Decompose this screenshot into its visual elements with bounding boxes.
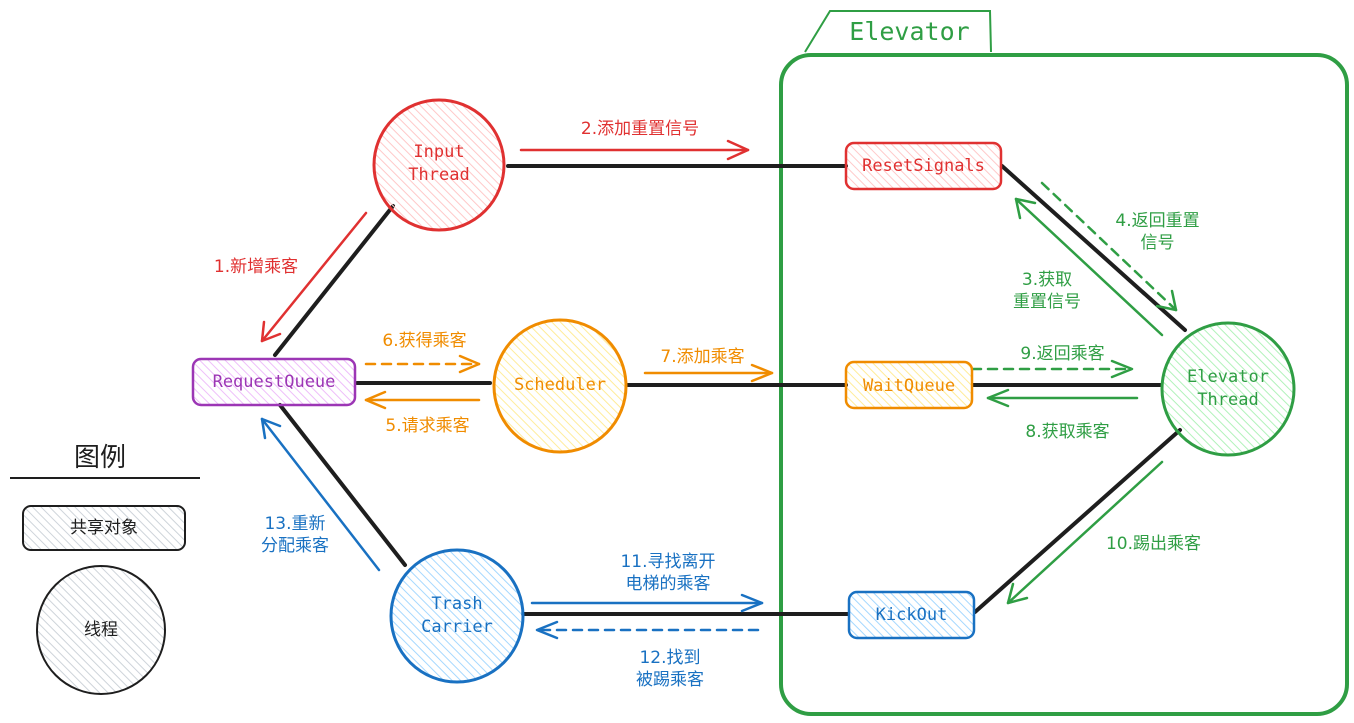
input-thread-label: Input Thread	[408, 142, 470, 185]
legend-shared-object-label: 共享对象	[70, 518, 138, 538]
scheduler-node	[492, 318, 628, 454]
edge-label-12: 12.找到 被踢乘客	[636, 648, 704, 690]
legend-thread-swatch	[36, 565, 166, 695]
edge-label-5: 5.请求乘客	[385, 416, 470, 436]
scheduler-label: Scheduler	[513, 375, 607, 395]
trash-carrier-node	[389, 548, 525, 684]
reset-signals-label: ResetSignals	[862, 156, 985, 176]
edge-label-11: 11.寻找离开 电梯的乘客	[620, 552, 716, 594]
request-queue-label: RequestQueue	[212, 372, 336, 392]
connection-lines	[273, 164, 1187, 616]
arrow-6	[364, 354, 481, 374]
edge-label-9: 9.返回乘客	[1020, 344, 1105, 364]
edge-label-6: 6.获得乘客	[382, 331, 467, 351]
arrow-11	[530, 593, 764, 613]
line-request-trash	[278, 403, 407, 567]
edge-label-8: 8.获取乘客	[1025, 422, 1110, 442]
edge-label-3: 3.获取 重置信号	[1013, 270, 1081, 312]
arrow-1	[260, 211, 368, 343]
kickout-node	[847, 590, 976, 640]
edge-label-13: 13.重新 分配乘客	[261, 514, 329, 556]
line-elevator-kickout	[973, 428, 1182, 614]
edge-label-7: 7.添加乘客	[660, 347, 745, 367]
arrow-5	[364, 390, 481, 410]
legend-shared-object-swatch	[22, 505, 186, 551]
edge-label-10: 10.踢出乘客	[1105, 534, 1202, 554]
reset-signals-node	[844, 141, 1003, 191]
wait-queue-label: WaitQueue	[862, 376, 956, 396]
arrow-9	[970, 359, 1134, 379]
legend-thread-label: 线程	[84, 620, 118, 640]
trash-carrier-label: Trash Carrier	[421, 594, 493, 637]
arrow-2	[519, 139, 750, 161]
elevator-container-title: Elevator	[849, 17, 970, 46]
arrow-8	[986, 388, 1139, 408]
arrow-4	[1040, 181, 1178, 312]
line-input-request	[273, 204, 395, 357]
edge-label-2: 2.添加重置信号	[580, 119, 700, 139]
legend	[10, 477, 200, 695]
arrow-3	[1014, 197, 1164, 337]
elevator-thread-label: Elevator Thread	[1187, 367, 1269, 410]
line-reset-elevator	[1000, 164, 1187, 332]
input-thread-node	[372, 98, 506, 232]
kickout-label: KickOut	[875, 605, 948, 625]
edge-label-4: 4.返回重置 信号	[1115, 211, 1200, 253]
edge-label-1: 1.新增乘客	[213, 257, 299, 277]
arrow-7	[643, 363, 774, 383]
arrow-13	[260, 417, 381, 572]
arrow-12	[535, 620, 760, 640]
request-queue-node	[191, 357, 357, 407]
legend-title: 图例	[73, 443, 126, 473]
wait-queue-node	[844, 360, 974, 410]
arrow-10	[1006, 460, 1164, 605]
elevator-thread-node	[1160, 321, 1296, 457]
